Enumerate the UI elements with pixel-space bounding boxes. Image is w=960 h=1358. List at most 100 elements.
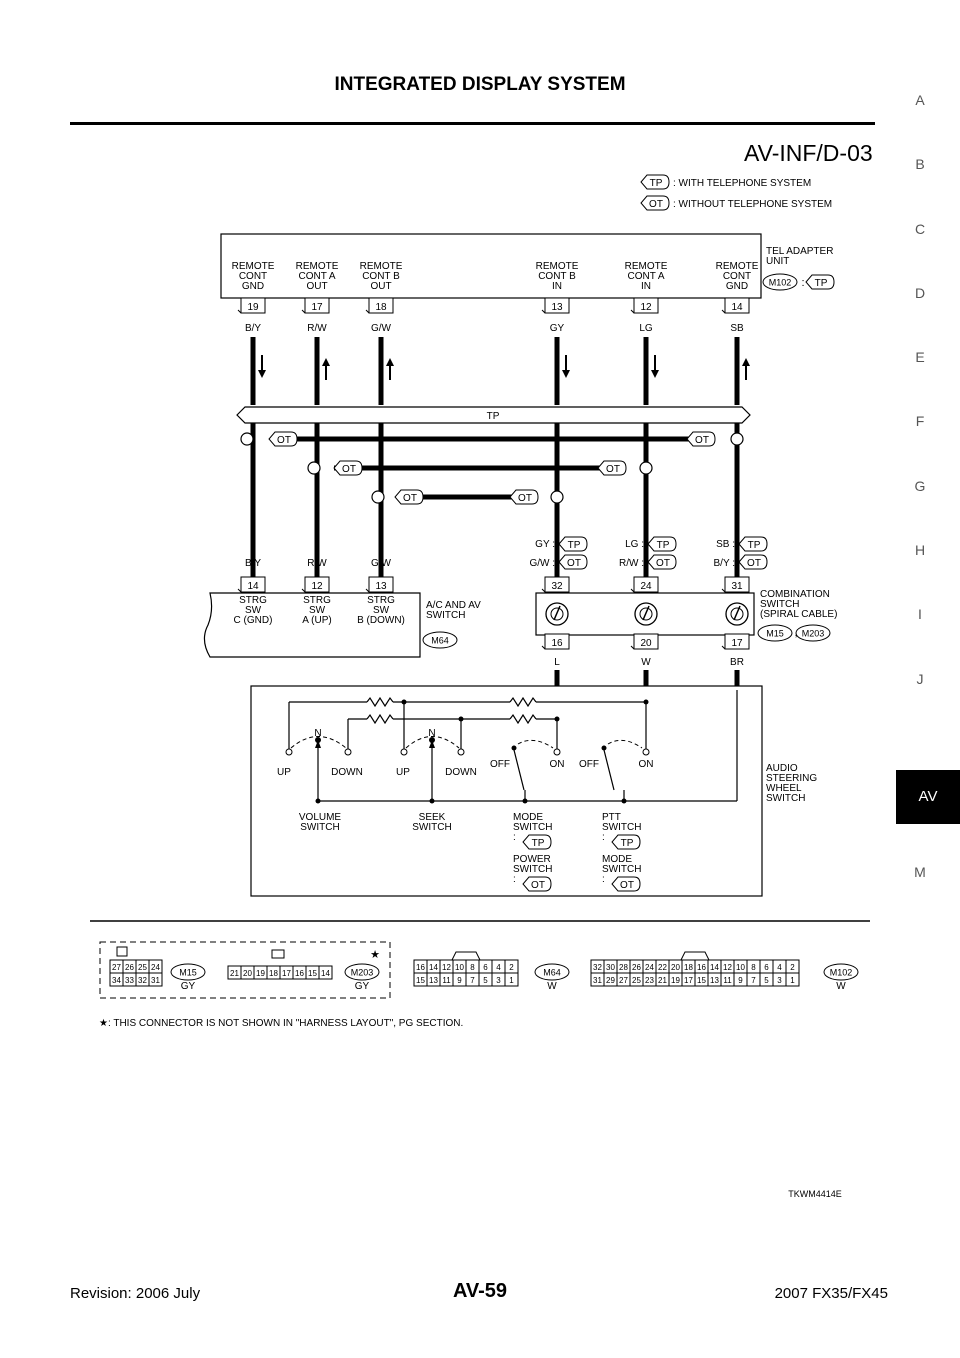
m102-pin-14: 14 [710,963,719,972]
ac-av-pin-13-box [368,576,394,593]
m203-star: ★ [370,949,380,961]
power-ot-tag: OT [531,880,545,891]
tel-adapter-name: TEL ADAPTER [766,246,833,257]
junction-2 [554,716,560,722]
audio-switch-box [250,685,763,897]
m102-pin-17: 17 [684,976,693,985]
m15-color: GY [181,981,196,992]
signal-arrow-head-1 [322,358,330,366]
seek-n-label: N [428,728,435,739]
signal-arrow-head-0 [258,370,266,378]
m15-pin-26: 26 [125,963,134,972]
splice-2b [639,461,653,475]
power-ot-tag-shape [522,876,552,892]
junction-3 [643,699,649,705]
m102-pin-30: 30 [606,963,615,972]
section-index-i[interactable]: I [918,606,922,623]
common-junction-1 [429,798,435,804]
ac-av-terminal-label-13: SW [373,605,390,616]
m102-pin-2: 2 [790,963,795,972]
m15-pin-34: 34 [112,976,121,985]
power-switch-ot-name: POWER [513,854,551,865]
tel-pin-18: 18 [375,302,387,313]
tel-adapter-option-shape [805,274,835,290]
mode-switch-tp-name: SWITCH [513,822,552,833]
m102-pin-25: 25 [632,976,641,985]
tel-pin-17: 17 [311,302,323,313]
seek-switch-arc [405,736,460,749]
section-index-j[interactable]: J [916,670,924,687]
volume-switch-arc [290,736,347,749]
m203-pin-16: 16 [295,969,304,978]
ac-av-terminal-label-14: STRG [239,595,267,606]
header-rule [70,122,875,125]
ptt-switch-contact [642,748,650,756]
mode-switch-arc [517,739,554,749]
section-index-m[interactable]: M [914,863,926,880]
tel-pin-12: 12 [640,302,652,313]
tel-wire-lg: LG [639,323,653,334]
m64-pin-5: 5 [483,976,488,985]
spiral-coil-inner-2 [730,607,744,621]
legend-text-ot: : WITHOUT TELEPHONE SYSTEM [673,199,832,210]
m64-pin-12: 12 [442,963,451,972]
ptt-tp-tag: TP [621,838,634,849]
model-text: 2007 FX35/FX45 [774,1285,888,1302]
m203-pin-20: 20 [243,969,252,978]
spiral-coil-mark-1 [642,605,650,621]
section-tab-av[interactable]: AV [896,770,960,824]
m102-pin-28: 28 [619,963,628,972]
m102-pin-3: 3 [777,976,782,985]
section-index-a[interactable]: A [915,92,925,108]
combination-switch-name: COMBINATION [760,589,830,600]
tel-terminal-label-12: IN [641,281,651,292]
ac-av-connector-shape [422,631,458,649]
opt-tp-label-0: GY : [535,539,555,550]
tel-terminal-label-19: CONT [239,271,267,282]
spiral-coil-mark-2 [733,605,741,621]
section-index-f[interactable]: F [915,413,925,430]
tel-pin-19-box [240,297,266,314]
tel-terminal-label-17: CONT A [298,271,335,282]
ac-av-pin-14-tick [237,588,242,593]
m102-id: M102 [830,968,853,978]
section-index-e[interactable]: E [915,349,925,366]
m102-pin-5: 5 [764,976,769,985]
opt-ot-tag-0: OT [567,558,581,569]
section-index-b[interactable]: B [915,156,925,173]
m102-pin-11: 11 [723,976,732,985]
m102-pin-23: 23 [645,976,654,985]
tel-pin-13-box [544,297,570,314]
m102-pin-18: 18 [684,963,693,972]
tel-pin-14-box [724,297,750,314]
section-index-c[interactable]: C [914,220,926,237]
m64-pin-7: 7 [470,976,475,985]
volume-n-label: N [314,728,321,739]
m203-pin-18: 18 [269,969,278,978]
power-switch-ot-name: : [513,874,516,885]
tel-pin-12-tick [630,309,635,314]
tel-pin-19-tick [237,309,242,314]
ac-av-terminal-label-13: STRG [367,595,395,606]
comb-bottom-pin-20-box [633,633,659,650]
section-index-h[interactable]: H [914,542,926,559]
ptt-tp-tag-shape [611,834,641,850]
legend-tag-ot-shape [640,195,670,211]
ot-tag-2a-shape [333,460,363,476]
ot-tag-2b-shape [597,460,627,476]
opt-ot-label-0: G/W : [529,558,555,569]
section-index-d[interactable]: D [914,284,926,301]
m64-pin-14: 14 [429,963,438,972]
tel-terminal-label-18: REMOTE [360,261,403,272]
opt-tp-tag-2: TP [748,540,761,551]
splice-1a [240,432,254,446]
m102-pin-7: 7 [751,976,756,985]
section-index-g[interactable]: G [914,477,926,494]
tel-terminal-label-17: REMOTE [296,261,339,272]
volume-switch-name: VOLUME [299,812,342,823]
resistor-3 [366,713,394,725]
ac-av-terminal-label-14: C (GND) [234,615,273,626]
m102-pin-1: 1 [790,976,795,985]
resistor-2 [509,696,537,708]
splice-3b [550,490,564,504]
